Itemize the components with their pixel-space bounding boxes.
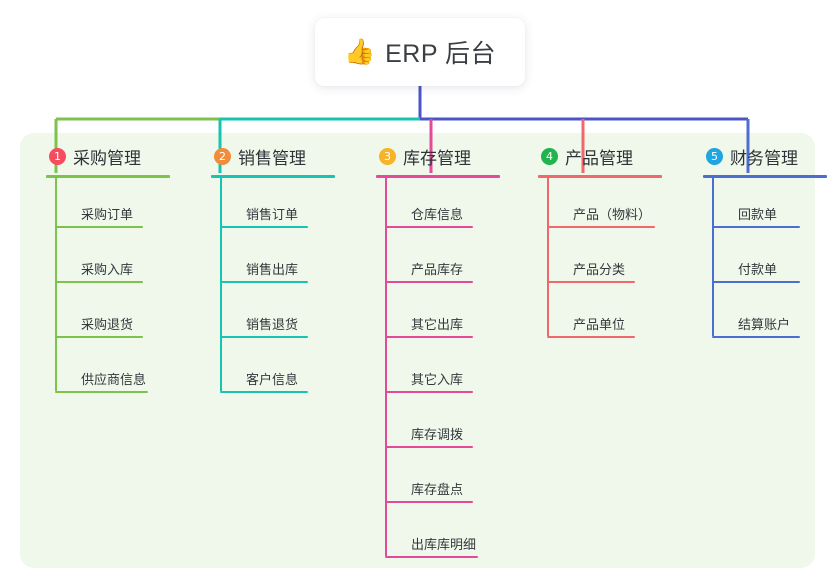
branch-item-underline — [712, 281, 800, 283]
branch-underline — [538, 175, 662, 178]
branch-item-underline — [385, 556, 478, 558]
branch-item-label: 其它出库 — [411, 317, 464, 332]
branch-column-1: 1 采购管理采购订单采购入库采购退货供应商信息 — [33, 143, 170, 393]
branch-item-label: 结算账户 — [738, 317, 791, 332]
branch-item-underline — [385, 336, 473, 338]
branch-header-1[interactable]: 1 采购管理 — [33, 143, 141, 169]
branch-spine — [547, 177, 549, 336]
branch-item-underline — [712, 226, 800, 228]
branch-column-4: 4 产品管理产品（物料） 产品分类产品单位 — [525, 143, 662, 338]
branch-item[interactable]: 库存调拨 — [385, 426, 473, 448]
branch-title: 库存管理 — [403, 148, 471, 168]
branch-item-underline — [547, 336, 635, 338]
branch-underline — [211, 175, 335, 178]
branch-item[interactable]: 出库库明细 — [385, 536, 478, 558]
branch-item-underline — [55, 336, 143, 338]
branch-spine — [385, 177, 387, 556]
branch-column-2: 2 销售管理销售订单销售出库销售退货客户信息 — [198, 143, 335, 393]
branch-title: 采购管理 — [73, 148, 141, 168]
branch-title: 产品管理 — [565, 148, 633, 168]
branch-column-3: 3 库存管理仓库信息产品库存其它出库其它入库库存调拨库存盘点出库库明细 — [363, 143, 500, 558]
thumbs-up-icon: 👍 — [343, 37, 376, 66]
branch-item[interactable]: 产品（物料） — [547, 206, 655, 228]
branch-item[interactable]: 供应商信息 — [55, 371, 148, 393]
branch-item-label: 供应商信息 — [81, 372, 147, 387]
branch-item-underline — [385, 446, 473, 448]
branch-item-underline — [220, 226, 308, 228]
branch-spine — [712, 177, 714, 336]
branch-item-label: 采购入库 — [81, 262, 134, 277]
branch-item-underline — [55, 281, 143, 283]
branch-item-underline — [220, 281, 308, 283]
branch-number-badge: 1 — [49, 147, 66, 165]
branch-underline — [703, 175, 827, 178]
branch-item-underline — [385, 501, 473, 503]
branch-item-underline — [55, 391, 148, 393]
branch-item-label: 其它入库 — [411, 372, 464, 387]
branch-item-label: 付款单 — [738, 262, 778, 277]
branch-header-3[interactable]: 3 库存管理 — [363, 143, 471, 169]
branch-item-underline — [55, 226, 143, 228]
branch-spine — [220, 177, 222, 391]
branch-underline — [376, 175, 500, 178]
root-node[interactable]: 👍 ERP 后台 — [315, 18, 525, 86]
branch-item[interactable]: 采购入库 — [55, 261, 143, 283]
branch-item-label: 产品单位 — [573, 317, 626, 332]
branch-header-4[interactable]: 4 产品管理 — [525, 143, 633, 169]
branch-header-2[interactable]: 2 销售管理 — [198, 143, 306, 169]
root-title: ERP 后台 — [385, 40, 497, 68]
branch-item-label: 仓库信息 — [411, 207, 464, 222]
branch-item-label: 采购退货 — [81, 317, 134, 332]
branch-underline — [46, 175, 170, 178]
branch-item-underline — [385, 281, 473, 283]
branch-item[interactable]: 回款单 — [712, 206, 800, 228]
branch-item-label: 产品分类 — [573, 262, 626, 277]
branch-item[interactable]: 其它入库 — [385, 371, 473, 393]
branch-item-label: 出库库明细 — [411, 537, 477, 552]
branch-item-underline — [712, 336, 800, 338]
branch-number-badge: 3 — [379, 147, 396, 165]
branch-item-label: 产品（物料） — [573, 207, 652, 222]
branch-item-underline — [547, 226, 655, 228]
branch-item-label: 库存盘点 — [411, 482, 464, 497]
branch-item[interactable]: 采购退货 — [55, 316, 143, 338]
branch-item[interactable]: 付款单 — [712, 261, 800, 283]
branch-item-label: 销售出库 — [246, 262, 299, 277]
branch-item[interactable]: 销售退货 — [220, 316, 308, 338]
branch-spine — [55, 177, 57, 391]
branch-item[interactable]: 产品分类 — [547, 261, 635, 283]
branch-column-5: 5 财务管理回款单付款单结算账户 — [690, 143, 827, 338]
branch-item-label: 回款单 — [738, 207, 778, 222]
branch-item-underline — [385, 391, 473, 393]
branch-item[interactable]: 销售出库 — [220, 261, 308, 283]
branch-header-5[interactable]: 5 财务管理 — [690, 143, 798, 169]
branch-item-label: 销售订单 — [246, 207, 299, 222]
branch-title: 销售管理 — [238, 148, 306, 168]
branch-number-badge: 4 — [541, 147, 558, 165]
branch-item-underline — [220, 391, 308, 393]
branch-item-label: 客户信息 — [246, 372, 299, 387]
branch-item[interactable]: 结算账户 — [712, 316, 800, 338]
branch-item[interactable]: 库存盘点 — [385, 481, 473, 503]
branch-item-label: 产品库存 — [411, 262, 464, 277]
branch-title: 财务管理 — [730, 148, 798, 168]
branch-item-label: 销售退货 — [246, 317, 299, 332]
branch-item[interactable]: 仓库信息 — [385, 206, 473, 228]
branch-item-underline — [547, 281, 635, 283]
branch-item[interactable]: 产品库存 — [385, 261, 473, 283]
branch-item-underline — [385, 226, 473, 228]
branches-panel — [20, 133, 815, 568]
branch-item[interactable]: 客户信息 — [220, 371, 308, 393]
branch-item[interactable]: 产品单位 — [547, 316, 635, 338]
branch-item[interactable]: 采购订单 — [55, 206, 143, 228]
branch-item-underline — [220, 336, 308, 338]
branch-item[interactable]: 销售订单 — [220, 206, 308, 228]
branch-item-label: 采购订单 — [81, 207, 134, 222]
branch-item-label: 库存调拨 — [411, 427, 464, 442]
branch-number-badge: 5 — [706, 147, 723, 165]
branch-item[interactable]: 其它出库 — [385, 316, 473, 338]
branch-number-badge: 2 — [214, 147, 231, 165]
